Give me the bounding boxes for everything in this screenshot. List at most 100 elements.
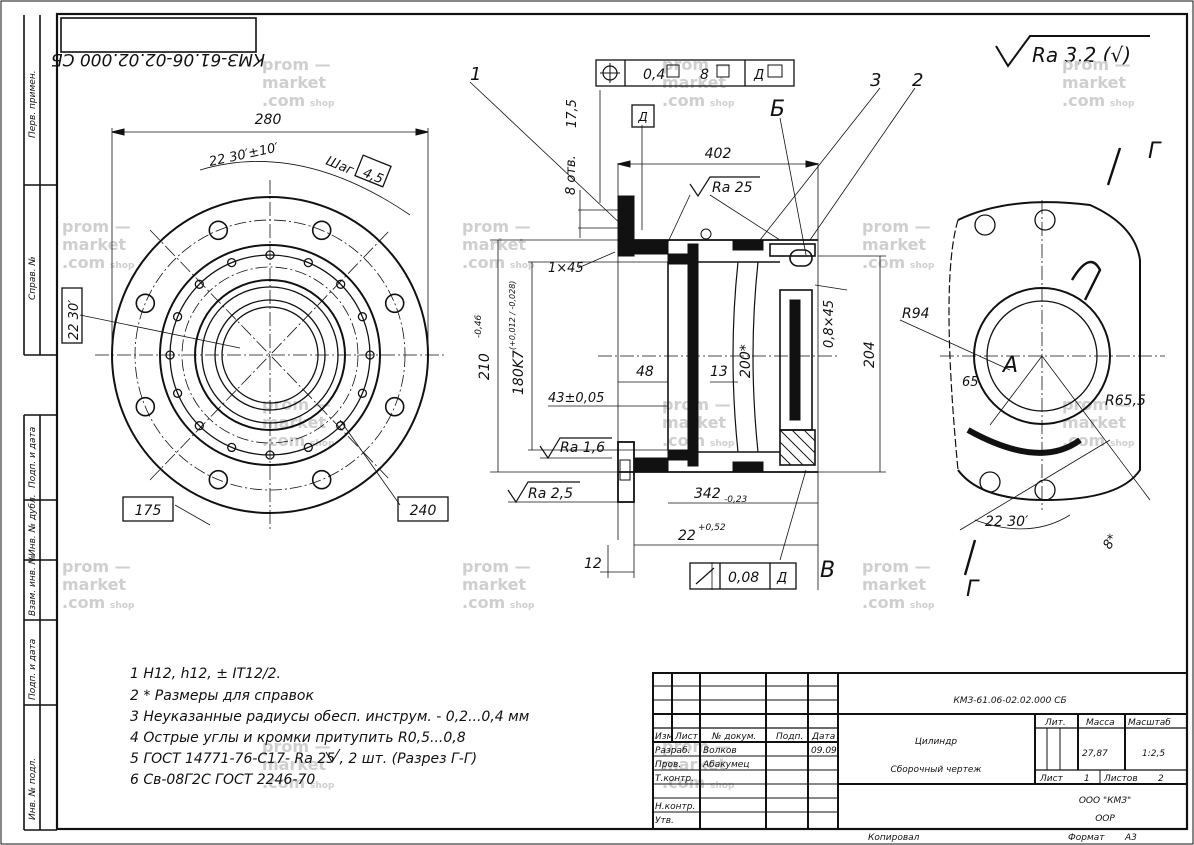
threaded-hole xyxy=(172,312,183,322)
technical-notes: 1 H12, h12, ± IT12/2. 2 * Размеры для сп… xyxy=(130,666,530,788)
dim-402: 402 xyxy=(705,146,732,162)
svg-text:.com: .com xyxy=(262,773,305,792)
watermark: prom — market .com shop xyxy=(862,557,935,612)
bolt-hole xyxy=(311,469,332,490)
dim-17-5: 17,5 xyxy=(565,99,580,128)
svg-text:-0,46: -0,46 xyxy=(474,314,484,338)
dim-r65-5: R65,5 xyxy=(1105,393,1146,409)
section-label-g-bottom: Г xyxy=(966,577,980,602)
svg-text:market: market xyxy=(62,575,126,594)
roughness-ra25b: Ra 2,5 xyxy=(507,481,580,504)
dim-8-g: 8* xyxy=(1100,531,1121,552)
callout-2: 2 xyxy=(912,70,923,91)
watermark: prom — market .com shop xyxy=(62,557,135,612)
watermark: prom — market .com shop xyxy=(862,217,935,272)
svg-text:shop: shop xyxy=(910,261,935,271)
label-a: А xyxy=(1001,353,1018,378)
angle-box-22-30: 22 30′ xyxy=(61,287,83,344)
chamfer-0-8: 0,8×45 xyxy=(822,300,837,348)
tb-mass: 27,87 xyxy=(1082,749,1108,759)
tb-org1: ООО "КМЗ" xyxy=(1079,796,1131,806)
watermark: prom — market .com shop xyxy=(1062,55,1135,110)
datum-box-d: Д xyxy=(631,104,655,128)
section-g xyxy=(899,147,1165,576)
dim-200: 200* xyxy=(738,344,754,378)
box-240: 240 xyxy=(397,496,449,522)
dim-280: 280 xyxy=(255,112,282,128)
svg-text:market: market xyxy=(662,755,726,774)
svg-text:2: 2 xyxy=(1158,774,1164,784)
title-block-text: КМЗ-61.06-02.02.000 СБ Цилиндр Сборочный… xyxy=(655,696,1171,843)
svg-text:.com: .com xyxy=(662,773,705,792)
threaded-hole xyxy=(357,312,368,322)
callout-3: 3 xyxy=(870,70,881,91)
threaded-hole xyxy=(303,442,313,453)
svg-text:.com: .com xyxy=(462,593,505,612)
svg-text:-0,23: -0,23 xyxy=(724,495,748,505)
label-b: Б xyxy=(770,97,785,122)
svg-text:market: market xyxy=(862,235,926,254)
svg-text:prom —: prom — xyxy=(262,737,331,756)
svg-text:prom —: prom — xyxy=(1062,55,1131,74)
svg-text:Пров.: Пров. xyxy=(655,760,681,770)
watermark: prom — market .com shop xyxy=(462,217,535,272)
bolt-hole xyxy=(208,469,229,490)
svg-text:Д: Д xyxy=(753,68,764,83)
section-label-g-top: Г xyxy=(1148,139,1162,164)
svg-text:+0,52: +0,52 xyxy=(698,523,726,533)
svg-text:.com: .com xyxy=(262,91,305,110)
svg-text:Т.контр.: Т.контр. xyxy=(655,774,694,784)
svg-text:Волков: Волков xyxy=(703,746,737,756)
svg-text:prom —: prom — xyxy=(62,217,131,236)
svg-text:prom —: prom — xyxy=(62,557,131,576)
note-2: 2 * Размеры для справок xyxy=(130,688,314,704)
svg-text:shop: shop xyxy=(110,261,135,271)
svg-text:Масштаб: Масштаб xyxy=(1128,718,1171,728)
svg-text:09.09: 09.09 xyxy=(811,746,837,756)
svg-text:shop: shop xyxy=(310,439,335,449)
svg-text:market: market xyxy=(62,235,126,254)
threaded-hole xyxy=(336,279,346,289)
threaded-hole xyxy=(227,257,237,268)
dim-210: 210 -0,46 xyxy=(474,314,493,380)
tb-name2: Сборочный чертеж xyxy=(890,765,982,775)
bolt-hole xyxy=(135,396,156,417)
dim-22: 22 +0,52 xyxy=(678,523,726,544)
tb-org2: ООР xyxy=(1095,814,1115,824)
dim-r94: R94 xyxy=(902,306,930,322)
strip-podl: Инв. № подл. xyxy=(28,758,38,820)
svg-text:22: 22 xyxy=(678,528,696,544)
svg-text:prom —: prom — xyxy=(462,557,531,576)
svg-text:shop: shop xyxy=(1110,99,1135,109)
general-roughness: Ra 3,2 (√) xyxy=(995,35,1150,68)
svg-text:0,4: 0,4 xyxy=(643,67,665,83)
tb-name1: Цилиндр xyxy=(915,737,958,747)
bolt-hole xyxy=(135,293,156,314)
threaded-hole xyxy=(227,442,237,453)
step-label: Шаг xyxy=(324,154,356,179)
svg-text:Н.контр.: Н.контр. xyxy=(655,802,695,812)
dim-180k7: 180K7 (+0,012 / -0,028) xyxy=(508,281,527,395)
svg-text:1: 1 xyxy=(1084,774,1090,784)
svg-text:market: market xyxy=(462,575,526,594)
svg-text:№ докум.: № докум. xyxy=(711,732,756,742)
threaded-hole xyxy=(336,421,346,431)
svg-text:Ra 2,5: Ra 2,5 xyxy=(528,486,573,502)
note-3: 3 Неуказанные радиусы обесп. инструм. - … xyxy=(130,709,530,725)
threaded-hole xyxy=(357,388,368,398)
svg-text:shop: shop xyxy=(710,99,735,109)
position-tolerance-frame: 0,4 8 Д xyxy=(595,59,795,87)
svg-text:prom —: prom — xyxy=(262,55,331,74)
bolt-hole xyxy=(384,396,405,417)
angle-22-30-g: 22 30′ xyxy=(985,514,1029,530)
svg-text:.com: .com xyxy=(462,253,505,272)
dim-angle: 22 30′±10′ xyxy=(208,141,280,170)
note-6: 6 Св-08Г2С ГОСТ 2246-70 xyxy=(130,772,315,788)
tb-code: КМЗ-61.06-02.02.000 СБ xyxy=(953,696,1066,706)
strip-podp2: Подп. и дата xyxy=(28,639,38,700)
svg-text:.com: .com xyxy=(62,253,105,272)
drawing-frame xyxy=(55,12,1189,831)
svg-text:Разраб.: Разраб. xyxy=(655,746,690,756)
section-view xyxy=(469,81,916,590)
